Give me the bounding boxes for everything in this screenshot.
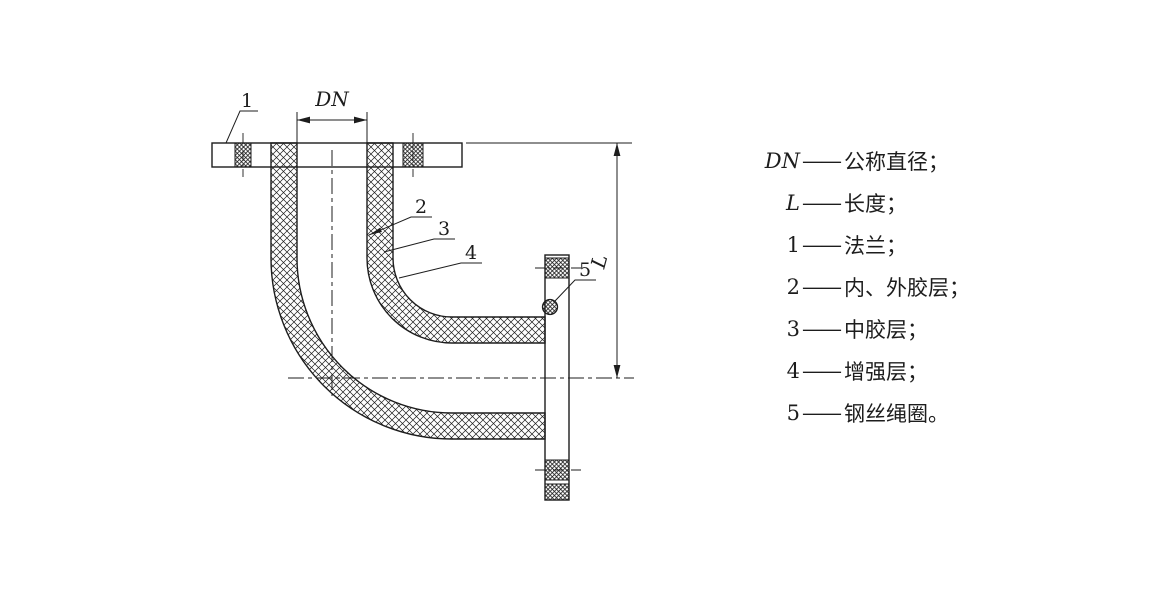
legend-item-1: 1——法兰； xyxy=(744,224,970,266)
callout-1: 1 xyxy=(225,90,258,144)
dim-arrow-top xyxy=(613,143,621,156)
inner-pipe-wall xyxy=(366,142,546,344)
legend-dash: —— xyxy=(802,401,842,425)
legend-desc: 公称直径； xyxy=(844,150,949,174)
outer-pipe-wall xyxy=(270,142,546,440)
legend-term: 2 xyxy=(786,275,800,299)
legend-desc: 长度； xyxy=(844,192,907,216)
leader-2 xyxy=(368,216,432,236)
legend-item-4: 4——增强层； xyxy=(744,350,970,392)
l-dimension: L xyxy=(466,142,632,378)
part-label-3: 3 xyxy=(438,218,450,240)
legend-term: DN xyxy=(764,149,800,173)
legend-dash: —— xyxy=(802,317,842,341)
legend-dash: —— xyxy=(802,233,842,257)
part-label-2: 2 xyxy=(415,196,427,218)
callout-5: 5 xyxy=(554,259,596,302)
callout-3: 3 xyxy=(383,218,455,253)
dim-dn-label: DN xyxy=(314,87,350,111)
steel-wire-ring xyxy=(541,298,559,316)
dn-dimension: DN xyxy=(296,87,368,143)
legend-dash: —— xyxy=(802,275,842,299)
legend-term: L xyxy=(786,191,800,215)
dim-l-label: L xyxy=(586,252,613,272)
legend: DN——公称直径； L——长度； 1——法兰； 2——内、外胶层； 3——中胶层… xyxy=(744,140,970,434)
legend-dash: —— xyxy=(802,149,842,173)
part-label-1: 1 xyxy=(241,90,253,112)
legend-dash: —— xyxy=(802,191,842,215)
legend-desc: 钢丝绳圈。 xyxy=(844,402,949,426)
legend-item-l: L——长度； xyxy=(744,182,970,224)
legend-term: 4 xyxy=(786,359,800,383)
right-flange-bottom-section xyxy=(544,483,570,501)
leader-5 xyxy=(554,279,596,302)
callout-4: 4 xyxy=(398,242,482,279)
legend-item-5: 5——钢丝绳圈。 xyxy=(744,392,970,434)
leader-4 xyxy=(398,262,482,279)
legend-desc: 中胶层； xyxy=(844,318,928,342)
part-label-5: 5 xyxy=(579,259,591,281)
legend-term: 5 xyxy=(786,401,800,425)
elbow-cross-section-diagram: DN L 1 2 3 4 xyxy=(211,87,634,501)
dim-arrow-right xyxy=(354,116,367,124)
leader-1 xyxy=(225,110,258,144)
legend-item-2: 2——内、外胶层； xyxy=(744,266,970,308)
legend-item-dn: DN——公称直径； xyxy=(744,140,970,182)
legend-dash: —— xyxy=(802,359,842,383)
dim-arrow-bottom xyxy=(613,365,621,378)
leader-2-arrow xyxy=(369,227,382,235)
leader-3 xyxy=(383,238,455,253)
part-label-4: 4 xyxy=(465,242,477,264)
legend-term: 1 xyxy=(786,233,800,257)
legend-desc: 增强层； xyxy=(844,360,928,384)
legend-item-3: 3——中胶层； xyxy=(744,308,970,350)
callout-2: 2 xyxy=(368,196,432,236)
legend-desc: 内、外胶层； xyxy=(844,276,970,300)
legend-term: 3 xyxy=(786,317,800,341)
dim-arrow-left xyxy=(297,116,310,124)
legend-desc: 法兰； xyxy=(844,234,907,258)
